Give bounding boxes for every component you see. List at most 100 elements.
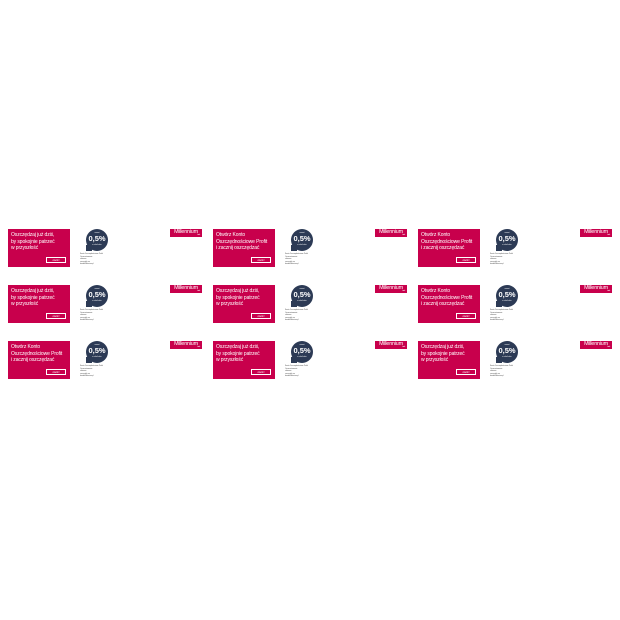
brand-name: Millennium [174,285,198,291]
rate-value: 0,5% [293,290,311,299]
open-account-button[interactable]: otwórz [456,313,476,319]
brand-name: Millennium [584,341,608,347]
fine-print: Konto Oszczędnościowe Profit Oprocentowa… [490,253,513,265]
ad-banner[interactable]: Otwórz Konto Oszczędnościowe Profit i za… [418,229,620,269]
rate-value: 0,5% [293,234,311,243]
brand-sub: bank [402,291,405,292]
brand-name: Millennium [379,285,403,291]
rate-prefix: nawet [299,232,305,234]
ad-panel: Oszczędzaj już dziś, by spokojnie patrze… [213,341,275,379]
brand-name: Millennium [584,229,608,235]
fine-print: Konto Oszczędnościowe Profit Oprocentowa… [285,309,308,321]
ad-banner[interactable]: Otwórz Konto Oszczędnościowe Profit i za… [8,341,212,381]
ad-headline: Oszczędzaj już dziś, by spokojnie patrze… [11,288,55,308]
rate-prefix: nawet [504,232,510,234]
ad-headline: Oszczędzaj już dziś, by spokojnie patrze… [421,344,465,364]
brand-sub: bank [607,291,610,292]
rate-prefix: nawet [94,288,100,290]
ad-banner[interactable]: Oszczędzaj już dziś, by spokojnie patrze… [418,341,620,381]
open-account-button[interactable]: otwórz [46,313,66,319]
fine-print: Konto Oszczędnościowe Profit Oprocentowa… [490,309,513,321]
ad-panel: Oszczędzaj już dziś, by spokojnie patrze… [8,285,70,323]
brand-name: Millennium [584,285,608,291]
ad-banner[interactable]: Otwórz Konto Oszczędnościowe Profit i za… [213,229,417,269]
ad-banner[interactable]: Oszczędzaj już dziś, by spokojnie patrze… [8,285,212,325]
ad-panel: Otwórz Konto Oszczędnościowe Profit i za… [213,229,275,267]
fine-print: Konto Oszczędnościowe Profit Oprocentowa… [80,253,103,265]
ad-panel: Oszczędzaj już dziś, by spokojnie patrze… [213,285,275,323]
ad-headline: Otwórz Konto Oszczędnościowe Profit i za… [421,232,473,252]
ad-headline: Otwórz Konto Oszczędnościowe Profit i za… [11,344,63,364]
ad-panel: Otwórz Konto Oszczędnościowe Profit i za… [418,285,480,323]
rate-prefix: nawet [94,232,100,234]
rate-suffix: w skali roku [297,300,307,302]
brand-name: Millennium [379,229,403,235]
rate-suffix: w skali roku [297,244,307,246]
rate-suffix: w skali roku [92,244,102,246]
ad-panel: Otwórz Konto Oszczędnościowe Profit i za… [8,341,70,379]
ad-panel: Otwórz Konto Oszczędnościowe Profit i za… [418,229,480,267]
ad-banner[interactable]: Otwórz Konto Oszczędnościowe Profit i za… [418,285,620,325]
rate-value: 0,5% [498,346,516,355]
open-account-button[interactable]: otwórz [456,257,476,263]
rate-prefix: nawet [504,344,510,346]
open-account-button[interactable]: otwórz [251,313,271,319]
rate-suffix: w skali roku [297,356,307,358]
rate-prefix: nawet [299,344,305,346]
brand-sub: bank [197,235,200,236]
ad-panel: Oszczędzaj już dziś, by spokojnie patrze… [418,341,480,379]
open-account-button[interactable]: otwórz [251,257,271,263]
rate-suffix: w skali roku [502,300,512,302]
rate-suffix: w skali roku [92,356,102,358]
ad-headline: Otwórz Konto Oszczędnościowe Profit i za… [216,232,268,252]
brand-name: Millennium [174,341,198,347]
ad-headline: Otwórz Konto Oszczędnościowe Profit i za… [421,288,473,308]
rate-value: 0,5% [293,346,311,355]
rate-suffix: w skali roku [502,356,512,358]
ad-headline: Oszczędzaj już dziś, by spokojnie patrze… [216,288,260,308]
brand-name: Millennium [379,341,403,347]
brand-sub: bank [607,347,610,348]
open-account-button[interactable]: otwórz [46,369,66,375]
open-account-button[interactable]: otwórz [251,369,271,375]
rate-prefix: nawet [504,288,510,290]
ad-banner[interactable]: Oszczędzaj już dziś, by spokojnie patrze… [213,341,417,381]
brand-sub: bank [607,235,610,236]
fine-print: Konto Oszczędnościowe Profit Oprocentowa… [80,365,103,377]
ad-panel: Oszczędzaj już dziś, by spokojnie patrze… [8,229,70,267]
fine-print: Konto Oszczędnościowe Profit Oprocentowa… [490,365,513,377]
rate-value: 0,5% [88,234,106,243]
brand-sub: bank [197,291,200,292]
rate-suffix: w skali roku [502,244,512,246]
ad-headline: Oszczędzaj już dziś, by spokojnie patrze… [216,344,260,364]
rate-value: 0,5% [498,234,516,243]
rate-value: 0,5% [88,346,106,355]
open-account-button[interactable]: otwórz [46,257,66,263]
fine-print: Konto Oszczędnościowe Profit Oprocentowa… [285,253,308,265]
rate-value: 0,5% [88,290,106,299]
rate-suffix: w skali roku [92,300,102,302]
brand-name: Millennium [174,229,198,235]
ad-headline: Oszczędzaj już dziś, by spokojnie patrze… [11,232,55,252]
rate-prefix: nawet [299,288,305,290]
ad-banner[interactable]: Oszczędzaj już dziś, by spokojnie patrze… [213,285,417,325]
open-account-button[interactable]: otwórz [456,369,476,375]
brand-sub: bank [402,235,405,236]
fine-print: Konto Oszczędnościowe Profit Oprocentowa… [80,309,103,321]
rate-value: 0,5% [498,290,516,299]
ad-banner[interactable]: Oszczędzaj już dziś, by spokojnie patrze… [8,229,212,269]
